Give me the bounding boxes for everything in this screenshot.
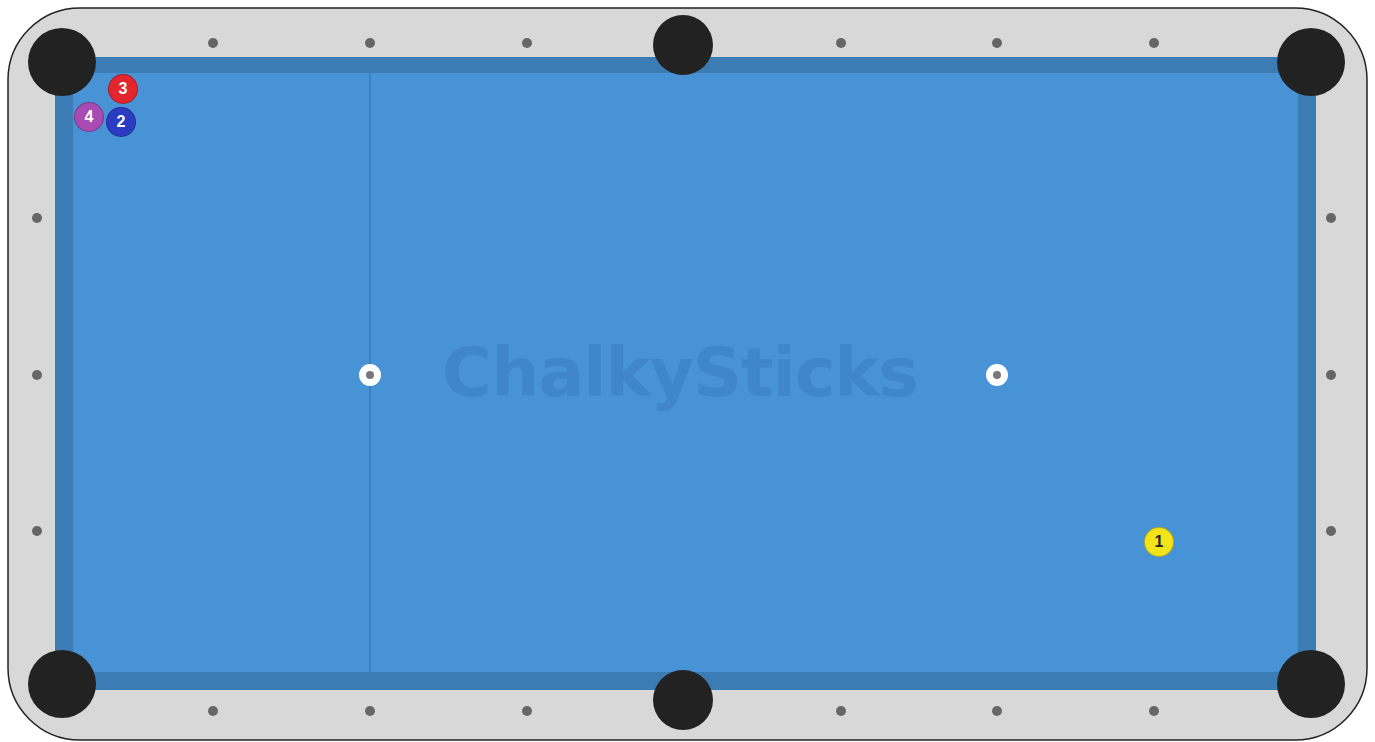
pool-ball: 3 xyxy=(108,74,138,104)
ball-number: 4 xyxy=(85,109,94,125)
ball-number: 2 xyxy=(117,114,126,130)
pool-ball: 4 xyxy=(74,102,104,132)
cloth xyxy=(73,73,1298,672)
ball-number: 3 xyxy=(119,81,128,97)
pockets xyxy=(28,15,1345,730)
pool-ball: 1 xyxy=(1144,527,1174,557)
table-rail xyxy=(8,8,1367,740)
ball-number: 1 xyxy=(1155,534,1164,550)
watermark: ChalkySticks xyxy=(442,333,918,412)
diamonds xyxy=(32,38,1336,716)
pool-ball: 2 xyxy=(106,107,136,137)
cushion xyxy=(55,57,1316,690)
